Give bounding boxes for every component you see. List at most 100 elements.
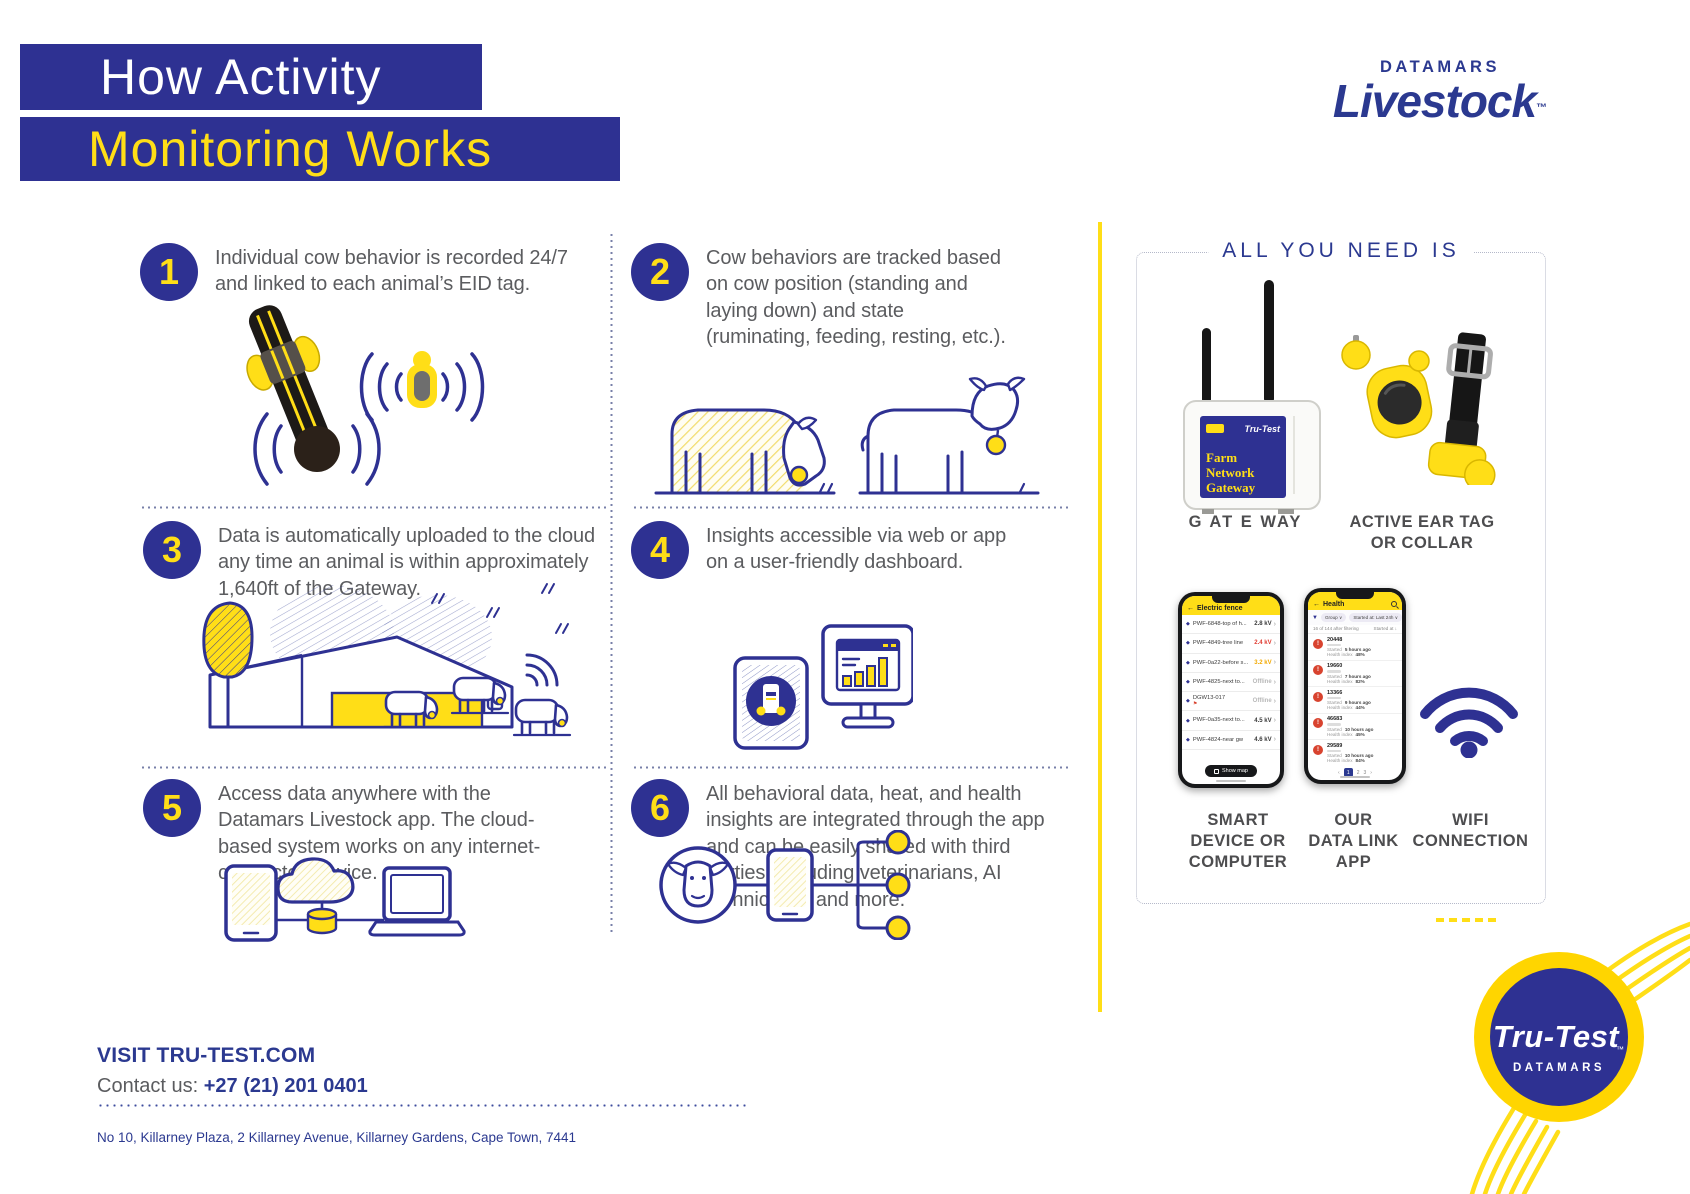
vertical-accent-line [1098, 222, 1102, 1012]
share-node [885, 872, 911, 898]
gateway-chip [1206, 424, 1224, 433]
fence-value: Offline [1252, 679, 1272, 686]
collar-tag-dot [789, 465, 809, 485]
contact-line: Contact us: +27 (21) 201 0401 [97, 1075, 368, 1098]
search-icon [1391, 601, 1397, 607]
monitor-icon [821, 624, 913, 729]
fence-name: PWF-0a35-next to... [1192, 717, 1245, 724]
cloud-devices-illustration [224, 857, 466, 942]
phone-notch [1212, 596, 1250, 603]
health-app-header: ← Health [1308, 592, 1402, 610]
fence-pin-icon: ◆ [1186, 640, 1190, 647]
column-divider [610, 232, 613, 932]
back-arrow-icon: ← [1187, 605, 1194, 612]
health-alert-icon: ! [1313, 638, 1323, 649]
yellow-dashes [1436, 918, 1496, 922]
pagination-item: › [1370, 769, 1372, 776]
tablet-icon [733, 656, 809, 750]
step-4-text: Insights accessible via web or app on a … [706, 525, 1007, 574]
chevron-right-icon: › [1273, 620, 1276, 628]
pagination-item: 1 [1343, 768, 1353, 777]
gateway-device-image: Tru-Test Farm Network Gateway [1183, 280, 1321, 514]
detail-placeholder [1327, 670, 1341, 673]
animal-id: 13366 [1327, 689, 1343, 696]
ear-tag-small [1341, 335, 1371, 370]
row-divider-1-left [140, 506, 608, 509]
sort-text: Started at ↓ [1373, 626, 1398, 631]
share-node [885, 915, 911, 940]
animal-id: 46683 [1327, 716, 1343, 722]
chevron-right-icon: › [1273, 678, 1276, 686]
step-2: 2 Cow behaviors are tracked based on cow… [631, 243, 1051, 351]
cow-head-circle-icon [659, 846, 737, 924]
gateway-signal-icon [525, 653, 559, 687]
wifi-icon [1420, 687, 1518, 758]
standing-cow-icon [858, 376, 1040, 495]
home-indicator [1216, 779, 1246, 782]
trademark-symbol: ™ [1536, 102, 1548, 114]
eartag-label-text: ACTIVE EAR TAG OR COLLAR [1349, 513, 1495, 553]
collar [1427, 332, 1496, 485]
fence-name: PWF-4825-next to... [1192, 678, 1245, 685]
fence-app-footer: Show map [1182, 758, 1280, 784]
smartphone-icon [224, 864, 278, 942]
row-divider-1-right [632, 506, 1068, 509]
farm-illustration [202, 583, 572, 737]
fence-list-item: ◆PWF-0a22-before s...3.2 kV› [1182, 654, 1280, 673]
fence-name: DGW13-017⚑ [1193, 695, 1253, 707]
group-filter-chip: Group ∨ [1320, 613, 1347, 622]
fence-pin-icon: ◆ [1186, 736, 1190, 743]
cows-illustration [654, 376, 1040, 495]
page-title-line1: How Activity [100, 49, 382, 105]
back-arrow-icon: ← [1313, 601, 1320, 608]
health-alert-icon: ! [1313, 718, 1323, 728]
chevron-right-icon: › [1273, 697, 1276, 705]
footer-divider [97, 1104, 747, 1107]
signal-waves-icon [359, 352, 485, 422]
address-text: No 10, Killarney Plaza, 2 Killarney Aven… [97, 1130, 577, 1145]
detail-placeholder [1327, 643, 1341, 646]
datalink-phone: ← Health ▼ Group ∨ Started at: Last 24h … [1304, 588, 1406, 784]
smartphone-icon [766, 848, 814, 922]
home-indicator [1340, 775, 1370, 778]
fence-value: 2.8 kV [1254, 621, 1272, 628]
filter-icon: ▼ [1312, 614, 1318, 621]
fence-pin-icon: ◆ [1186, 717, 1190, 724]
tru-test-sub: DATAMARS [1513, 1062, 1605, 1074]
fence-value: 3.2 kV [1254, 659, 1272, 666]
chevron-right-icon: › [1273, 717, 1276, 725]
antenna-tall [1264, 280, 1274, 404]
step-6-badge: 6 [631, 779, 689, 837]
gateway-brand-text: Tru-Test [1244, 424, 1281, 434]
eartag-collar-image [1341, 332, 1496, 485]
collar-tag-dot [985, 434, 1007, 456]
health-app-title: Health [1323, 601, 1345, 608]
fence-app-header: ← Electric fence [1182, 596, 1280, 615]
antenna-short [1202, 328, 1211, 404]
fence-list: ◆PWF-6848-top of h...2.8 kV›◆PWF-4849-tr… [1182, 615, 1280, 758]
fence-list-item: ◆PWF-0a35-next to...4.5 kV› [1182, 711, 1280, 731]
brand-name-text: Livestock™ [1332, 75, 1548, 127]
fence-pin-icon: ◆ [1186, 659, 1190, 666]
title-bar-line2: Monitoring Works [20, 117, 620, 181]
fence-name: PWF-6848-top of h... [1192, 620, 1247, 627]
collar-icon [246, 305, 340, 472]
health-filters: ▼ Group ∨ Started at: Last 24h ∨ [1308, 610, 1402, 625]
step-5-badge: 5 [143, 779, 201, 837]
smart-device-label: SMART DEVICE OR COMPUTER [1188, 811, 1288, 872]
